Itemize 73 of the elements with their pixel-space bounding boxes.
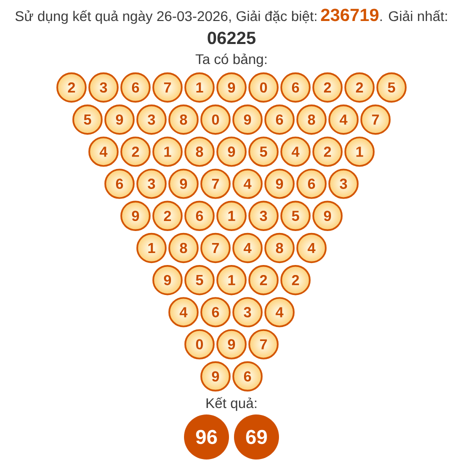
number-ball: 4 [168, 297, 199, 328]
number-ball: 1 [184, 72, 215, 103]
number-ball: 3 [248, 200, 279, 231]
number-ball: 4 [232, 168, 263, 199]
number-ball: 6 [200, 297, 231, 328]
number-ball: 4 [328, 104, 359, 135]
number-ball: 9 [216, 72, 247, 103]
number-ball: 1 [152, 136, 183, 167]
number-ball: 1 [344, 136, 375, 167]
number-ball: 9 [264, 168, 295, 199]
number-ball: 9 [120, 200, 151, 231]
number-ball: 3 [136, 168, 167, 199]
intro-text: . Giải nhất: [380, 10, 447, 22]
number-ball: 8 [168, 232, 199, 264]
number-ball: 3 [232, 297, 263, 328]
number-ball: 5 [184, 265, 215, 296]
number-ball: 4 [264, 297, 295, 328]
number-ball: 2 [312, 72, 343, 103]
number-ball: 2 [312, 136, 343, 167]
prize-number: 236719 [321, 8, 378, 22]
number-ball: 7 [200, 168, 231, 199]
number-ball: 2 [248, 265, 279, 296]
intro-text: Sử dụng kết quả ngày 26-03-2026, Giải đặc biệt: [16, 10, 316, 24]
result-ball: 69 [234, 414, 279, 460]
number-ball: 4 [296, 232, 327, 264]
number-ball: 7 [152, 72, 183, 103]
number-ball: 5 [280, 200, 311, 231]
number-ball: 2 [344, 72, 375, 103]
number-ball: 9 [104, 104, 135, 135]
number-ball: 1 [136, 232, 167, 264]
number-ball: 4 [232, 232, 263, 264]
number-ball: 4 [88, 136, 119, 167]
number-ball: 8 [264, 232, 295, 264]
number-ball: 9 [216, 136, 247, 167]
number-ball: 9 [168, 168, 199, 199]
number-ball: 1 [216, 265, 247, 296]
number-ball: 3 [136, 104, 167, 135]
number-ball: 6 [120, 72, 151, 103]
result-ball: 96 [184, 414, 229, 460]
number-ball: 6 [104, 168, 135, 199]
number-ball: 2 [56, 72, 87, 103]
number-ball: 9 [312, 200, 343, 231]
number-ball: 0 [200, 104, 231, 135]
number-ball: 9 [200, 361, 231, 392]
number-ball: 8 [168, 104, 199, 135]
number-ball: 8 [184, 136, 215, 167]
section-heading: Kết quả: [206, 397, 256, 411]
prize-number: 06225 [208, 32, 256, 44]
number-ball: 7 [200, 232, 231, 264]
number-ball: 6 [296, 168, 327, 199]
number-ball: 6 [264, 104, 295, 135]
number-ball: 2 [120, 136, 151, 167]
number-ball: 0 [248, 72, 279, 103]
number-ball: 1 [216, 200, 247, 231]
number-ball: 3 [328, 168, 359, 199]
number-ball: 8 [296, 104, 327, 135]
number-ball: 5 [72, 104, 103, 135]
section-heading: Ta có bảng: [196, 54, 266, 67]
number-ball: 0 [184, 329, 215, 360]
number-ball: 9 [216, 329, 247, 360]
number-ball: 3 [88, 72, 119, 103]
number-ball: 9 [152, 265, 183, 296]
number-ball: 6 [184, 200, 215, 231]
number-ball: 5 [376, 72, 407, 103]
number-ball: 9 [232, 104, 263, 135]
number-ball: 7 [360, 104, 391, 135]
number-ball: 4 [280, 136, 311, 167]
number-ball: 7 [248, 329, 279, 360]
number-ball: 6 [280, 72, 311, 103]
number-ball: 5 [248, 136, 279, 167]
number-ball: 2 [280, 265, 311, 296]
number-ball: 2 [152, 200, 183, 231]
number-ball: 6 [232, 361, 263, 392]
